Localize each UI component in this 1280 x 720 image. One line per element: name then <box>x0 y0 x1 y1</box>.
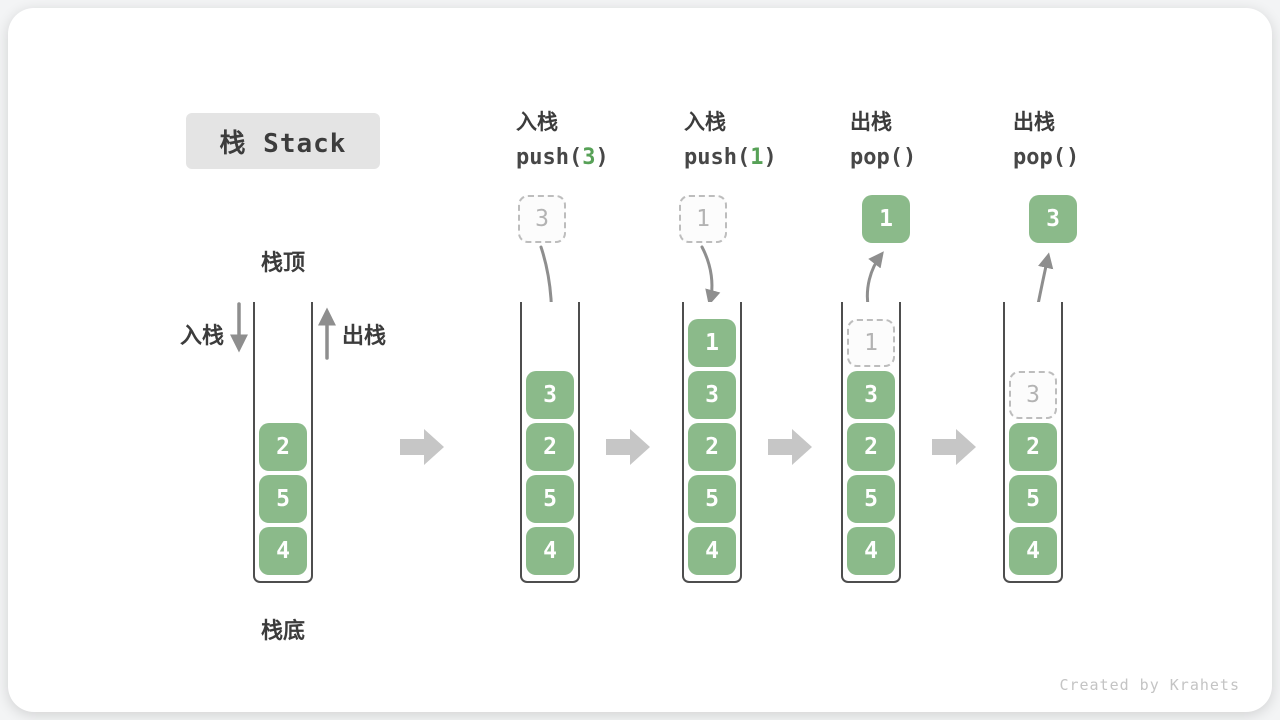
stack-cell: 4 <box>1009 527 1057 575</box>
op-cjk-label: 出栈 <box>850 110 892 134</box>
op-cjk-label: 入栈 <box>684 110 726 134</box>
diagram-title: 栈 Stack <box>186 113 380 169</box>
code-arg: 1 <box>750 145 764 170</box>
code-text: ) <box>763 145 777 170</box>
op-label-push-1: 入栈 push(1) <box>684 106 874 170</box>
code-text: ) <box>595 145 609 170</box>
stack-cell: 4 <box>847 527 895 575</box>
watermark: Created by Krahets <box>1059 676 1240 694</box>
stack-cell: 3 <box>526 371 574 419</box>
floating-value-ghost: 1 <box>679 195 727 243</box>
stack-cell: 5 <box>688 475 736 523</box>
stack-cell: 5 <box>526 475 574 523</box>
code-text: push( <box>684 145 751 170</box>
stack-cell: 2 <box>847 423 895 471</box>
stack-cell: 2 <box>688 423 736 471</box>
stack-cell: 4 <box>259 527 307 575</box>
stack-cell: 2 <box>259 423 307 471</box>
stack-cell-ghost: 3 <box>1009 371 1057 419</box>
stack-cell: 3 <box>688 371 736 419</box>
op-cjk-label: 入栈 <box>516 110 558 134</box>
stack-top-label: 栈顶 <box>260 251 305 276</box>
code-text: pop( <box>1013 145 1066 170</box>
stack-bottom-label: 栈底 <box>260 619 305 644</box>
op-cjk-label: 出栈 <box>1013 110 1055 134</box>
floating-value-ghost: 3 <box>518 195 566 243</box>
op-label-pop-second: 出栈 pop() <box>1013 106 1203 170</box>
stack-cell: 5 <box>259 475 307 523</box>
stack-cell: 4 <box>526 527 574 575</box>
stack-cell: 4 <box>688 527 736 575</box>
code-arg: 3 <box>582 145 596 170</box>
stack-cell: 2 <box>526 423 574 471</box>
code-text: ) <box>1065 145 1080 170</box>
op-label-pop-first: 出栈 pop() <box>850 106 1040 170</box>
code-text: push( <box>516 145 583 170</box>
push-side-label: 入栈 <box>179 324 224 349</box>
code-text: pop( <box>850 145 903 170</box>
stack-cell: 5 <box>847 475 895 523</box>
stack-cell: 2 <box>1009 423 1057 471</box>
stack-cell: 5 <box>1009 475 1057 523</box>
stack-cell-ghost: 1 <box>847 319 895 367</box>
floating-value-popped: 3 <box>1029 195 1077 243</box>
op-label-push-3: 入栈 push(3) <box>516 106 706 170</box>
stack-cell: 1 <box>688 319 736 367</box>
pop-side-label: 出栈 <box>342 324 387 349</box>
code-text: ) <box>902 145 917 170</box>
stack-cell: 3 <box>847 371 895 419</box>
floating-value-popped: 1 <box>862 195 910 243</box>
